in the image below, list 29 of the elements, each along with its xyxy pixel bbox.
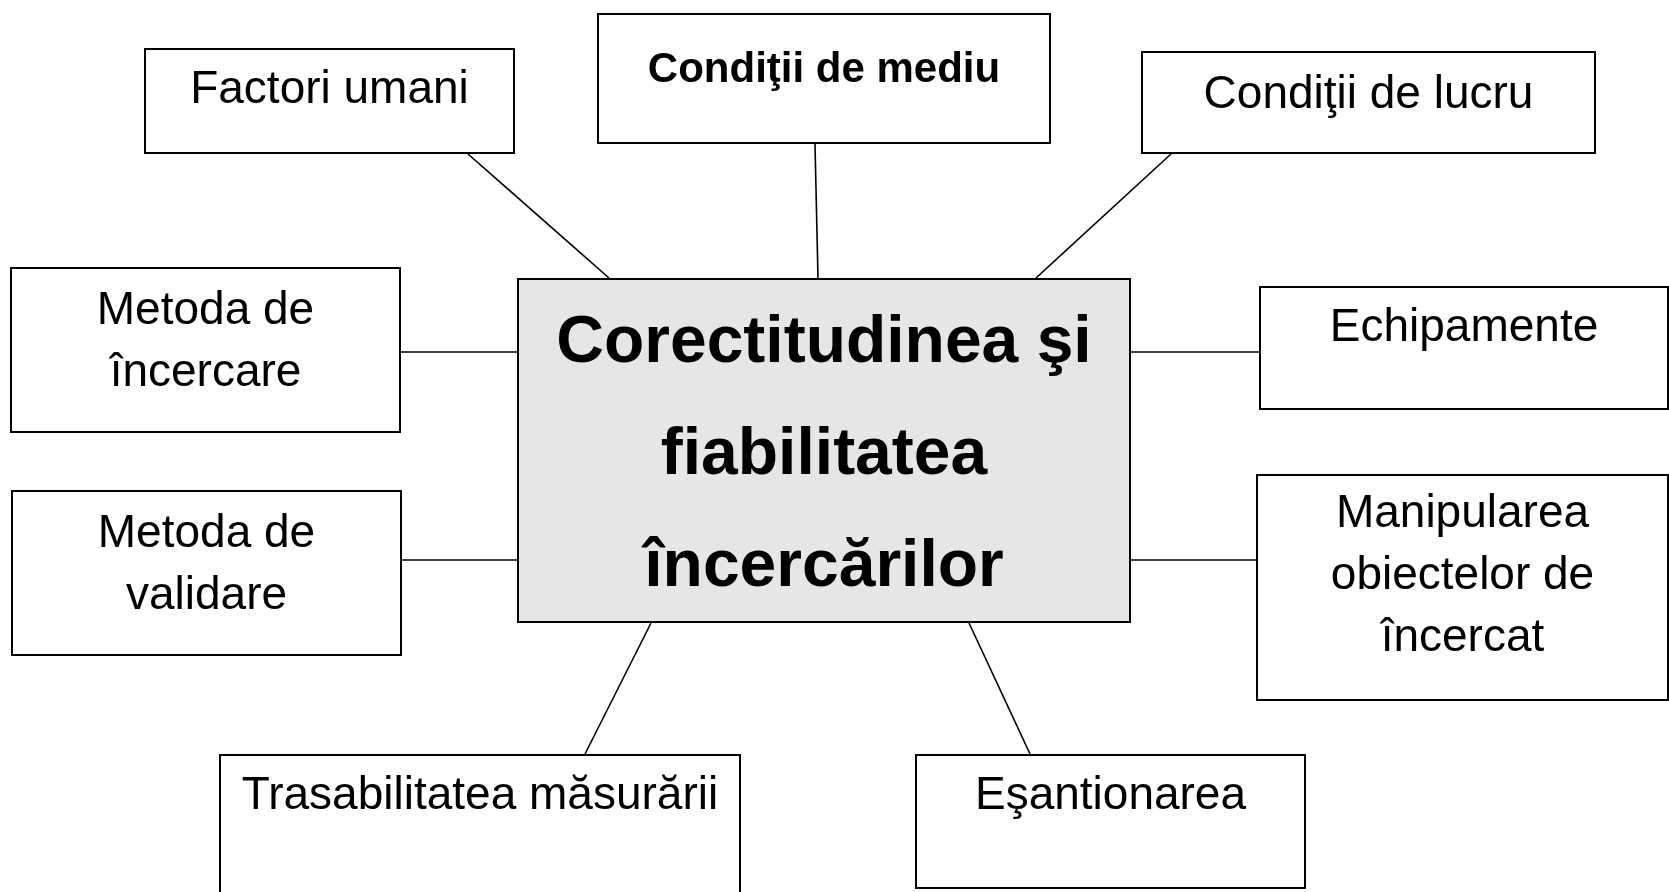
factor-box bbox=[1259, 286, 1669, 410]
connector-line bbox=[814, 143, 819, 279]
factor-box bbox=[1141, 51, 1596, 154]
factor-label: Condiţii de mediu bbox=[646, 43, 1002, 93]
central-title: Corectitudinea şi fiabilitatea încercărilor bbox=[555, 300, 1093, 602]
factor-box bbox=[144, 48, 515, 154]
factor-label: Condiţii de lucru bbox=[1202, 65, 1535, 120]
connector-line bbox=[584, 622, 652, 755]
factor-box bbox=[10, 267, 401, 433]
factor-box bbox=[11, 490, 402, 656]
connector-line bbox=[1130, 351, 1260, 353]
connector-line bbox=[1130, 559, 1257, 561]
central-box bbox=[517, 278, 1131, 623]
factor-label: Echipamente bbox=[1328, 298, 1600, 353]
factor-box bbox=[597, 13, 1051, 144]
factor-box bbox=[1256, 474, 1669, 701]
factor-label: Metoda de încercare bbox=[95, 281, 316, 398]
connector-line bbox=[401, 559, 518, 561]
factor-label: Trasabilitatea măsurării bbox=[240, 766, 720, 821]
factor-label: Factori umani bbox=[189, 60, 470, 115]
connector-line bbox=[467, 153, 610, 279]
factor-box bbox=[915, 754, 1306, 889]
factor-label: Manipularea obiectelor de încercat bbox=[1329, 484, 1596, 663]
factor-box bbox=[219, 754, 741, 892]
connector-line bbox=[1035, 153, 1172, 279]
factor-label: Metoda de validare bbox=[96, 504, 317, 621]
factor-label: Eşantionarea bbox=[973, 766, 1248, 821]
connector-line bbox=[400, 351, 518, 353]
connector-line bbox=[968, 622, 1031, 755]
